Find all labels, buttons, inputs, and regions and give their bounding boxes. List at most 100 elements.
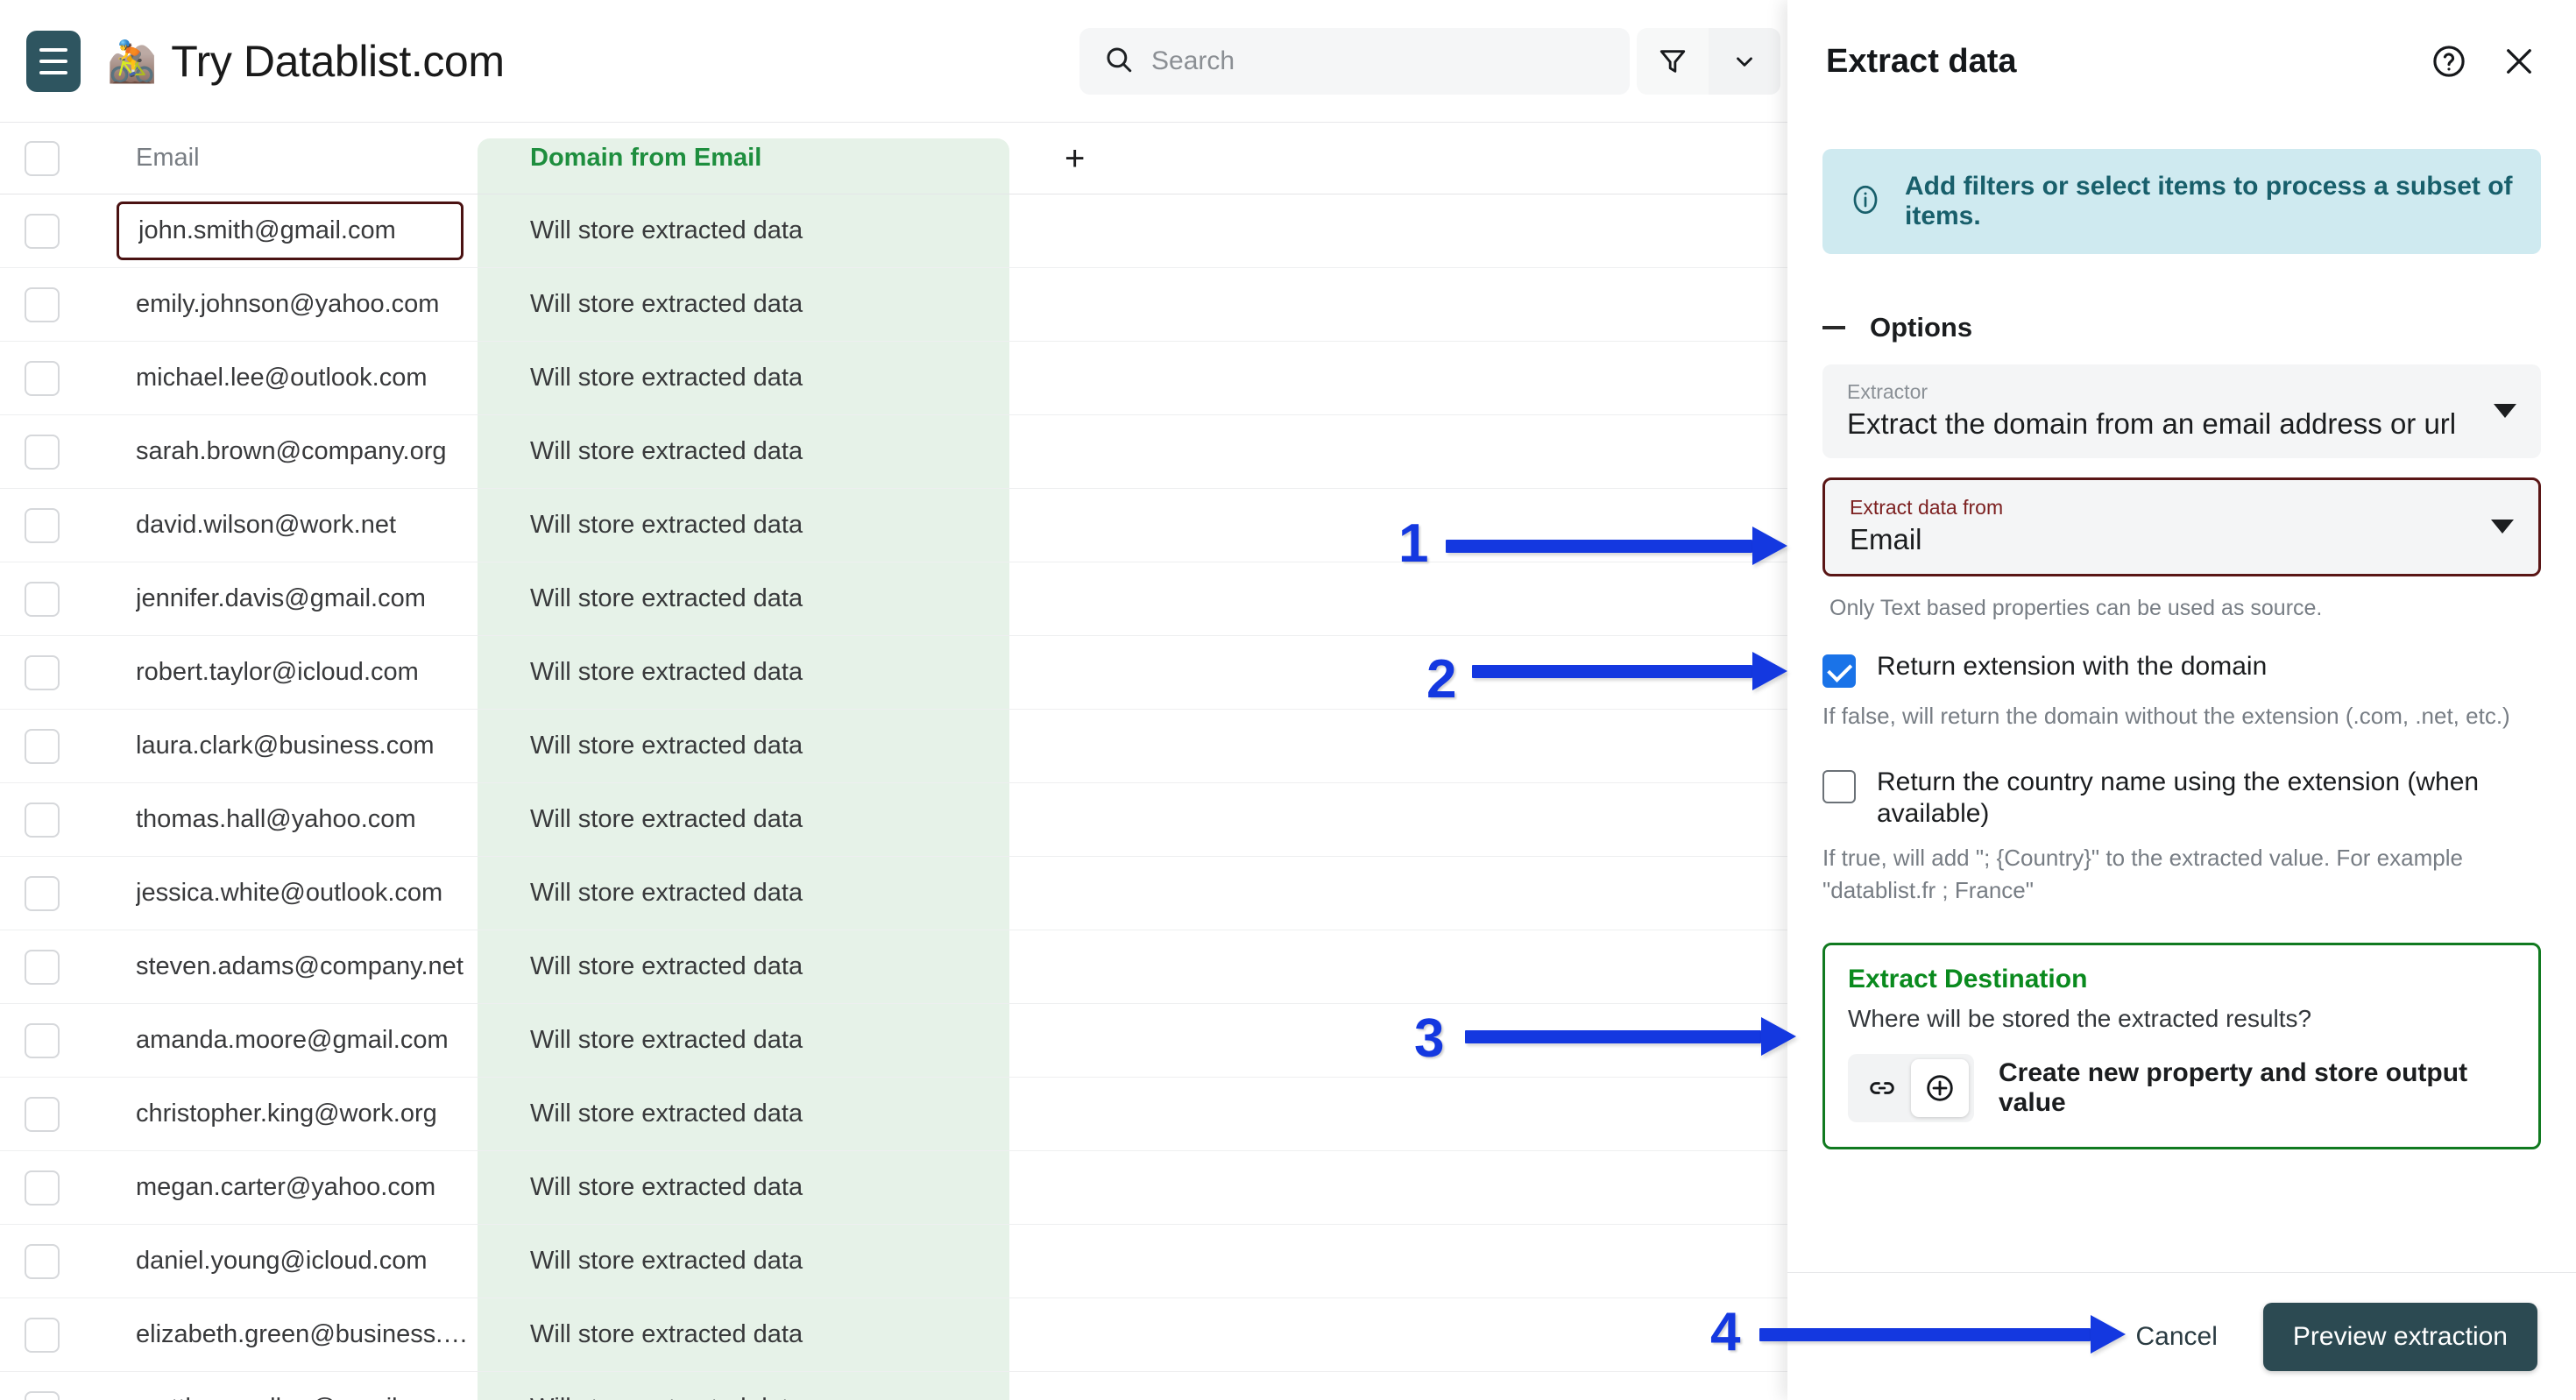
cell-email-text: david.wilson@work.net [136, 511, 397, 539]
row-select-checkbox[interactable] [24, 728, 60, 764]
options-section-toggle[interactable]: Options [1822, 312, 2541, 343]
cell-email[interactable]: john.smith@gmail.com [83, 202, 478, 260]
cell-domain[interactable]: Will store extracted data [478, 364, 1012, 392]
cell-domain[interactable]: Will store extracted data [478, 732, 1012, 760]
filter-funnel-icon[interactable] [1637, 28, 1709, 95]
cell-domain-text: Will store extracted data [530, 290, 803, 318]
return-country-checkbox[interactable] [1822, 769, 1856, 803]
return-country-label: Return the country name using the extens… [1877, 767, 2480, 828]
cell-email[interactable]: elizabeth.green@business.c… [83, 1320, 478, 1349]
row-select-checkbox[interactable] [24, 360, 60, 396]
return-extension-checkbox[interactable] [1822, 654, 1856, 688]
row-select-checkbox[interactable] [24, 1022, 60, 1058]
extractor-select[interactable]: Extractor Extract the domain from an ema… [1822, 364, 2541, 458]
search-box[interactable] [1079, 28, 1630, 95]
cell-domain[interactable]: Will store extracted data [478, 1320, 1012, 1349]
cell-email[interactable]: robert.taylor@icloud.com [83, 658, 478, 687]
cell-email[interactable]: emily.johnson@yahoo.com [83, 290, 478, 319]
row-select-checkbox[interactable] [24, 507, 60, 543]
close-icon[interactable] [2501, 43, 2537, 80]
table-row[interactable]: david.wilson@work.net Will store extracte… [0, 489, 1787, 562]
cell-email[interactable]: amanda.moore@gmail.com [83, 1026, 478, 1055]
preview-extraction-button[interactable]: Preview extraction [2262, 1302, 2537, 1371]
cell-email[interactable]: jessica.white@outlook.com [83, 879, 478, 908]
option-return-country[interactable]: Return the country name using the extens… [1822, 767, 2541, 830]
cell-domain[interactable]: Will store extracted data [478, 511, 1012, 540]
hamburger-menu-icon[interactable] [26, 30, 81, 92]
options-section-title: Options [1870, 312, 1973, 343]
table-row[interactable]: jessica.white@outlook.com Will store extr… [0, 857, 1787, 930]
cell-domain[interactable]: Will store extracted data [478, 437, 1012, 466]
add-column-button[interactable]: + [1012, 141, 1787, 176]
cell-domain[interactable]: Will store extracted data [478, 658, 1012, 687]
cell-domain-text: Will store extracted data [530, 584, 803, 612]
cell-email[interactable]: sarah.brown@company.org [83, 437, 478, 466]
source-property-select[interactable]: Extract data from Email [1822, 477, 2541, 576]
row-select-checkbox[interactable] [24, 1390, 60, 1400]
cell-domain[interactable]: Will store extracted data [478, 952, 1012, 981]
row-select-checkbox[interactable] [24, 1096, 60, 1132]
cell-domain[interactable]: Will store extracted data [478, 216, 1012, 245]
table-row[interactable]: jennifer.davis@gmail.com Will store extra… [0, 562, 1787, 636]
help-circle-icon[interactable] [2431, 43, 2467, 80]
cell-email[interactable]: jennifer.davis@gmail.com [83, 584, 478, 613]
cell-email[interactable]: thomas.hall@yahoo.com [83, 805, 478, 834]
row-select-checkbox[interactable] [24, 802, 60, 838]
row-select-checkbox[interactable] [24, 286, 60, 322]
row-select-checkbox[interactable] [24, 1170, 60, 1206]
cell-domain[interactable]: Will store extracted data [478, 1026, 1012, 1055]
cell-email[interactable]: matthew.walker@gmail.com [83, 1394, 478, 1400]
cell-domain[interactable]: Will store extracted data [478, 805, 1012, 834]
extract-data-panel: Extract data [1787, 0, 2576, 1400]
column-header-domain[interactable]: Domain from Email [478, 144, 1012, 173]
cell-domain[interactable]: Will store extracted data [478, 1394, 1012, 1400]
table-row[interactable]: elizabeth.green@business.c…Will store ex… [0, 1298, 1787, 1372]
column-header-email[interactable]: Email [83, 144, 478, 173]
row-select-checkbox[interactable] [24, 949, 60, 985]
cell-email[interactable]: michael.lee@outlook.com [83, 364, 478, 392]
cell-domain[interactable]: Will store extracted data [478, 1173, 1012, 1202]
row-select-cell [0, 1170, 83, 1206]
table-row[interactable]: emily.johnson@yahoo.com Will store extrac… [0, 268, 1787, 342]
row-select-checkbox[interactable] [24, 434, 60, 470]
cancel-button[interactable]: Cancel [2120, 1310, 2233, 1364]
cell-email[interactable]: steven.adams@company.net [83, 952, 478, 981]
row-select-cell [0, 875, 83, 911]
cell-domain[interactable]: Will store extracted data [478, 290, 1012, 319]
row-select-checkbox[interactable] [24, 875, 60, 911]
row-select-checkbox[interactable] [24, 1317, 60, 1353]
row-select-checkbox[interactable] [24, 213, 60, 249]
cell-email[interactable]: daniel.young@icloud.com [83, 1247, 478, 1276]
cell-domain[interactable]: Will store extracted data [478, 1099, 1012, 1128]
search-input[interactable] [1151, 46, 1605, 76]
cell-email[interactable]: david.wilson@work.net [83, 511, 478, 540]
filter-chevron-down-icon[interactable] [1709, 28, 1780, 95]
row-select-checkbox[interactable] [24, 581, 60, 617]
cell-domain[interactable]: Will store extracted data [478, 879, 1012, 908]
row-select-checkbox[interactable] [24, 1243, 60, 1279]
link-icon[interactable] [1853, 1059, 1911, 1117]
cell-email[interactable]: laura.clark@business.com [83, 732, 478, 760]
cell-domain[interactable]: Will store extracted data [478, 584, 1012, 613]
row-select-checkbox[interactable] [24, 654, 60, 690]
cell-email-text: jessica.white@outlook.com [136, 879, 443, 907]
row-select-cell [0, 434, 83, 470]
select-all-checkbox[interactable] [24, 140, 60, 176]
cell-email[interactable]: christopher.king@work.org [83, 1099, 478, 1128]
cell-email[interactable]: megan.carter@yahoo.com [83, 1173, 478, 1202]
plus-circle-icon[interactable] [1911, 1059, 1969, 1118]
option-return-extension[interactable]: Return extension with the domain [1822, 651, 2541, 688]
cell-domain[interactable]: Will store extracted data [478, 1247, 1012, 1276]
